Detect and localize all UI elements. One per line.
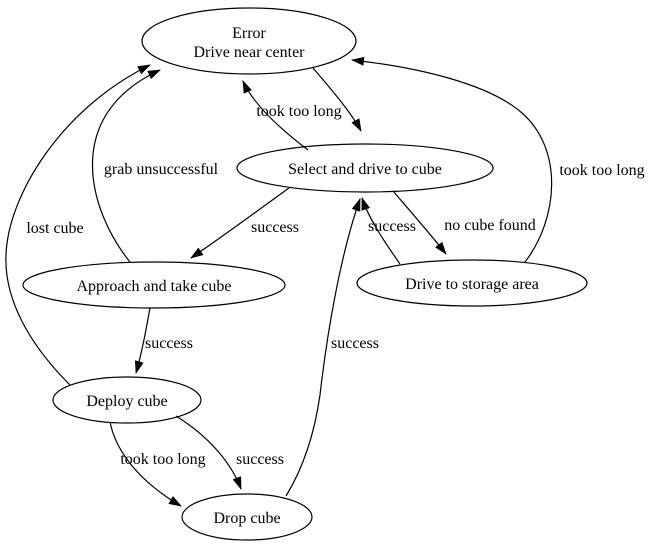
node-select-label: Select and drive to cube <box>288 161 442 178</box>
edge-select-to-storage <box>392 190 447 255</box>
node-deploy-cube: Deploy cube <box>52 376 202 424</box>
node-deploy-ellipse <box>52 376 202 424</box>
edge-label-select-to-error: took too long <box>256 103 341 120</box>
edge-approach-to-error <box>91 69 161 263</box>
node-approach-and-take-cube: Approach and take cube <box>22 261 286 309</box>
node-drive-to-storage-area: Drive to storage area <box>356 259 588 307</box>
node-approach-label: Approach and take cube <box>76 278 231 295</box>
edge-label-select-to-approach: success <box>251 219 299 236</box>
node-approach-ellipse <box>22 261 286 309</box>
edge-deploy-to-error <box>5 64 151 386</box>
node-error: Error Drive near center <box>141 7 357 75</box>
edge-label-select-to-storage: no cube found <box>444 217 536 234</box>
node-error-label-line2: Drive near center <box>193 44 305 61</box>
node-storage-ellipse <box>356 259 588 307</box>
edge-label-drop-to-select: success <box>331 335 379 352</box>
node-deploy-label: Deploy cube <box>86 393 167 410</box>
edge-storage-to-error <box>351 56 553 263</box>
edge-label-approach-to-error: grab unsuccessful <box>104 161 219 178</box>
node-storage-label: Drive to storage area <box>405 276 539 293</box>
node-error-ellipse <box>141 7 357 75</box>
node-drop-label: Drop cube <box>213 510 280 527</box>
node-drop-cube: Drop cube <box>181 493 313 541</box>
edge-label-deploy-to-drop-success: success <box>236 451 284 468</box>
edge-select-to-approach <box>190 187 290 259</box>
edge-deploy-to-drop-success <box>175 415 242 490</box>
edge-deploy-to-drop-timeout <box>109 421 182 507</box>
node-select-ellipse <box>236 143 494 193</box>
edge-storage-to-select <box>361 197 401 265</box>
edge-label-storage-to-select: success <box>368 218 416 235</box>
edge-approach-to-deploy <box>134 307 151 374</box>
edge-drop-to-select <box>285 198 361 497</box>
node-drop-ellipse <box>181 493 313 541</box>
edge-error-to-select <box>312 67 362 132</box>
edge-label-storage-to-error: took too long <box>559 162 644 179</box>
node-select-and-drive-to-cube: Select and drive to cube <box>236 143 494 193</box>
edge-label-deploy-to-error: lost cube <box>26 220 83 237</box>
node-error-label-line1: Error <box>232 25 266 42</box>
edge-label-deploy-to-drop-timeout: took too long <box>120 451 205 468</box>
edge-label-approach-to-deploy: success <box>145 335 193 352</box>
edge-select-to-error <box>242 80 309 151</box>
